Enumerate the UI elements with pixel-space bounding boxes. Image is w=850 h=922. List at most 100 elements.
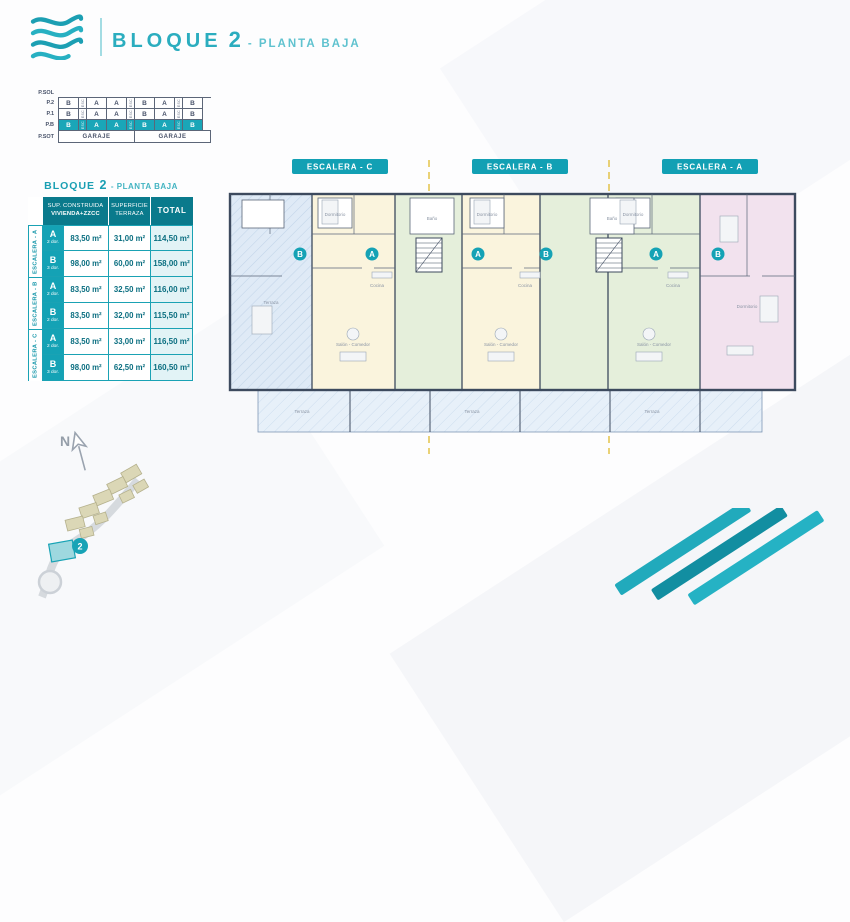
floor-plan: ESCALERA - C ESCALERA - B ESCALERA - A (228, 159, 797, 454)
svg-text:2: 2 (77, 542, 82, 552)
garaje-cell: GARAJE (134, 130, 211, 143)
esc-label: ESC (80, 109, 85, 119)
esc-label: ESC (176, 98, 181, 108)
unit-badge-c-a: A (365, 247, 379, 261)
building-outline (228, 192, 797, 392)
svg-text:Salón - Comedor: Salón - Comedor (336, 342, 371, 347)
title-bloque: BLOQUE (112, 30, 222, 52)
floor-label-psol: P.SOL (38, 90, 54, 96)
title-number: 2 (228, 27, 241, 52)
stair-core (415, 237, 623, 273)
escalera-badge-a: ESCALERA - A (662, 159, 758, 174)
page-title: BLOQUE 2 - PLANTA BAJA (112, 27, 361, 53)
terraza-value: 60,00 m² (109, 251, 151, 277)
terrace-band (257, 389, 763, 433)
escalera-a-label: ESCALERA - A (28, 225, 43, 277)
svg-text:Dormitorio: Dormitorio (737, 304, 758, 309)
brand-waves-logo (30, 14, 84, 60)
svg-text:Dormitorio: Dormitorio (623, 212, 644, 217)
svg-text:B: B (543, 250, 549, 259)
north-label: N (60, 433, 70, 449)
terraza-value: 31,00 m² (109, 225, 151, 251)
svg-text:Cocina: Cocina (518, 283, 533, 288)
floor-label-psot: P.SOT (38, 133, 54, 140)
site-building-highlighted (47, 539, 77, 563)
unit-badge-b-a: A (471, 247, 485, 261)
svg-text:Cocina: Cocina (370, 283, 385, 288)
svg-text:Terraza: Terraza (464, 409, 480, 414)
svg-text:Baño: Baño (427, 216, 438, 221)
sup-value: 83,50 m² (64, 329, 109, 355)
svg-text:A: A (475, 250, 481, 259)
esc-label: ESC (128, 98, 133, 108)
total-value: 115,50 m² (151, 303, 193, 329)
svg-text:ESCALERA - B: ESCALERA - B (487, 163, 553, 172)
svg-text:Cocina: Cocina (666, 283, 681, 288)
esc-label: ESC (176, 120, 181, 130)
svg-text:Terraza: Terraza (294, 409, 310, 414)
esc-label: ESC (176, 109, 181, 119)
total-value: 158,00 m² (151, 251, 193, 277)
total-value: 160,50 m² (151, 355, 193, 381)
terraza-value: 32,00 m² (109, 303, 151, 329)
floor-label-pb: P.B (45, 122, 54, 128)
esc-label: ESC (80, 120, 85, 130)
room-labels: Terraza Terraza Terraza Terraza Salón - … (263, 212, 757, 414)
escalera-c-label: ESCALERA - C (28, 329, 43, 381)
sup-value: 83,50 m² (64, 303, 109, 329)
svg-text:Dormitorio: Dormitorio (325, 212, 346, 217)
brand-stripes-decoration (615, 508, 824, 605)
sup-value: 98,00 m² (64, 355, 109, 381)
site-buildings (64, 463, 150, 539)
svg-text:Baño: Baño (607, 216, 618, 221)
header-divider (100, 18, 102, 56)
terraza-value: 32,50 m² (109, 277, 151, 303)
total-value: 114,50 m² (151, 225, 193, 251)
escalera-badge-b: ESCALERA - B (472, 159, 568, 174)
svg-text:Salón - Comedor: Salón - Comedor (484, 342, 519, 347)
unit-badge-a-a: A (649, 247, 663, 261)
escalera-b-label: ESCALERA - B (28, 277, 43, 329)
unit-badge-b-b: B (539, 247, 553, 261)
svg-text:Terraza: Terraza (644, 409, 660, 414)
svg-text:Dormitorio: Dormitorio (477, 212, 498, 217)
furniture-layer (251, 199, 779, 362)
sup-value: 98,00 m² (64, 251, 109, 277)
svg-text:Salón - Comedor: Salón - Comedor (637, 342, 672, 347)
site-roundabout (37, 569, 63, 595)
svg-text:A: A (653, 250, 659, 259)
sup-value: 83,50 m² (64, 225, 109, 251)
terraza-value: 33,00 m² (109, 329, 151, 355)
svg-text:A: A (369, 250, 375, 259)
esc-label: ESC (128, 120, 133, 130)
site-location-map: 2 (37, 463, 150, 599)
svg-text:ESCALERA - C: ESCALERA - C (307, 163, 373, 172)
north-arrow: N (60, 430, 89, 471)
floor-label-p1: P.1 (46, 111, 54, 117)
total-value: 116,00 m² (151, 277, 193, 303)
svg-text:Terraza: Terraza (263, 300, 279, 305)
total-value: 116,50 m² (151, 329, 193, 355)
header-total: TOTAL (151, 197, 193, 225)
esc-label: ESC (80, 98, 85, 108)
svg-text:B: B (715, 250, 721, 259)
garaje-cell: GARAJE (58, 130, 135, 143)
svg-text:ESCALERA - A: ESCALERA - A (677, 163, 743, 172)
sup-value: 83,50 m² (64, 277, 109, 303)
escalera-badge-c: ESCALERA - C (292, 159, 388, 174)
title-subtitle: - PLANTA BAJA (247, 38, 361, 50)
